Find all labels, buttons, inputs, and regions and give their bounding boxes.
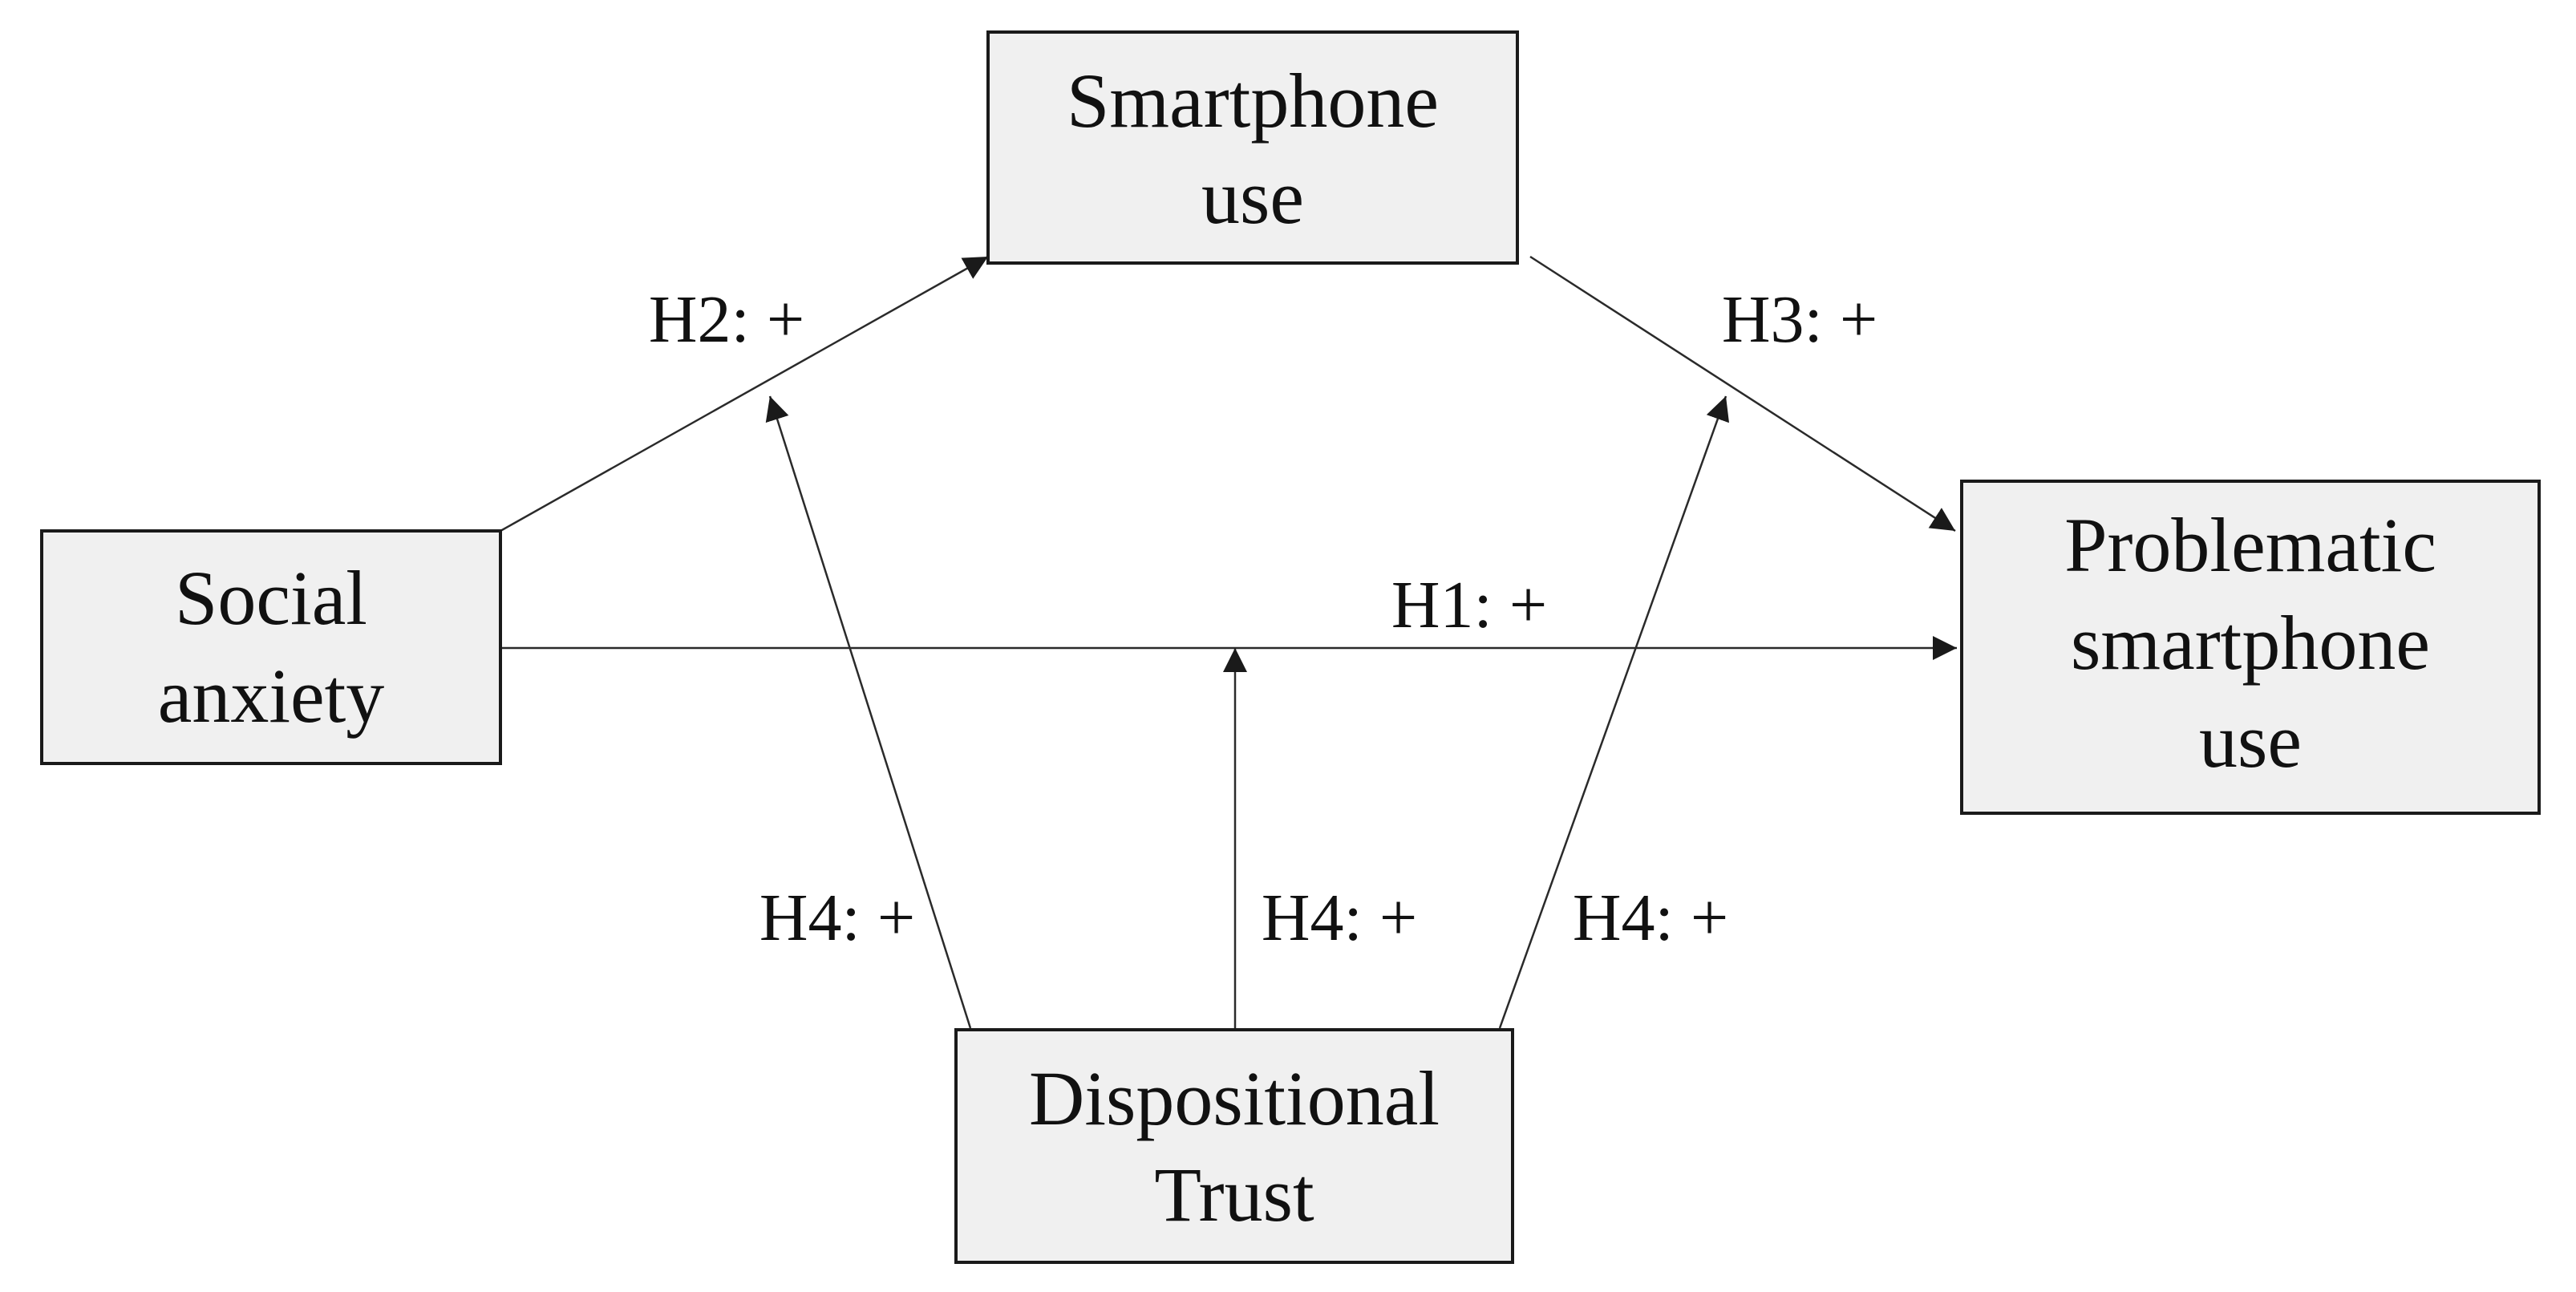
node-dispositional-trust-line-2: Trust <box>1154 1152 1314 1237</box>
edge-label-h1: H1: + <box>1391 568 1547 642</box>
node-smartphone-use-line-1: Smartphone <box>1067 58 1439 144</box>
node-social-anxiety-line-2: anxiety <box>158 653 385 739</box>
edge-label-h4-left: H4: + <box>759 881 915 955</box>
edge-h4-left-arrow <box>765 395 972 1029</box>
edge-h3-arrow <box>1529 255 1956 533</box>
node-smartphone-use-line-2: use <box>1201 154 1304 240</box>
node-problematic-smartphone-use: Problematic smartphone use <box>1960 480 2541 815</box>
node-problematic-use-line-3: use <box>2199 698 2302 784</box>
node-dispositional-trust-line-1: Dispositional <box>1029 1055 1440 1141</box>
edge-label-h2: H2: + <box>649 282 804 357</box>
node-problematic-use-line-2: smartphone <box>2071 600 2430 686</box>
edge-label-h4-right: H4: + <box>1573 881 1728 955</box>
edge-label-h3: H3: + <box>1722 282 1877 357</box>
node-smartphone-use: Smartphone use <box>986 30 1519 265</box>
node-social-anxiety: Social anxiety <box>40 529 502 765</box>
edge-label-h4-center: H4: + <box>1262 881 1417 955</box>
edge-h4-right-arrow <box>1498 395 1730 1029</box>
edge-h2-arrow <box>500 255 989 533</box>
node-dispositional-trust: Dispositional Trust <box>954 1028 1514 1264</box>
node-social-anxiety-line-1: Social <box>175 555 367 641</box>
node-problematic-use-line-1: Problematic <box>2064 502 2436 588</box>
